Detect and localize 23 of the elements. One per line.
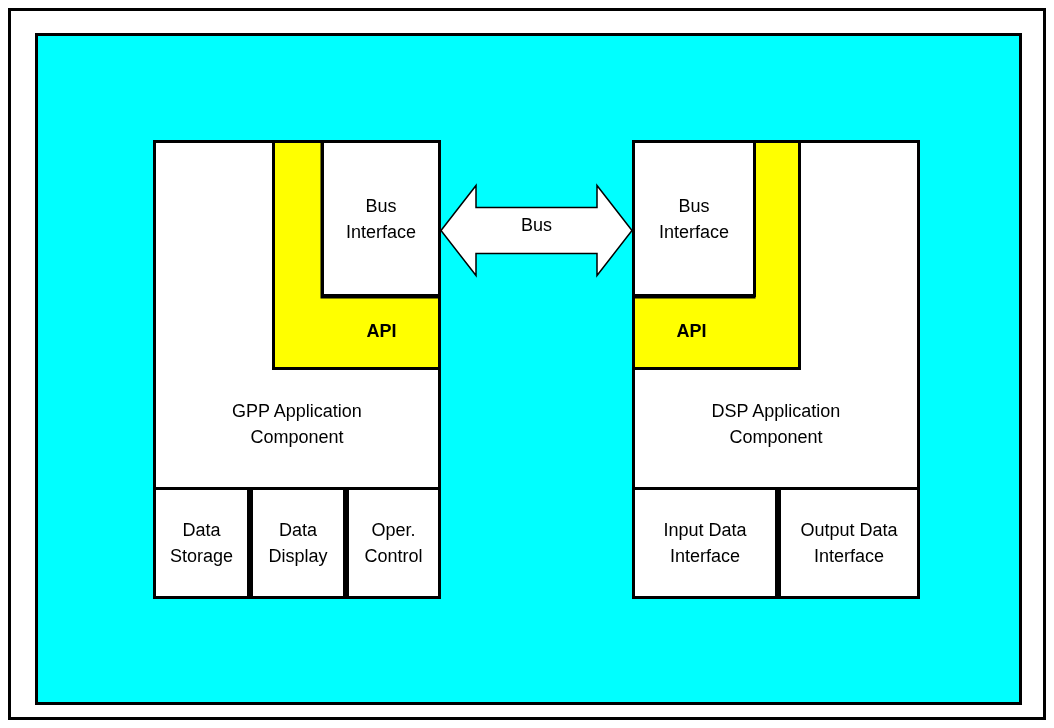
box-label: DSP Application Component xyxy=(710,400,842,449)
box-label: GPP Application Component xyxy=(231,400,363,449)
box-label: Oper. Control xyxy=(363,519,424,568)
component-box xyxy=(153,487,250,599)
box-label: Data Storage xyxy=(168,519,234,568)
layer-label: API xyxy=(365,320,398,343)
component-box xyxy=(632,487,778,599)
api-layer xyxy=(632,140,801,370)
box-label: Data Display xyxy=(267,519,329,568)
component-box xyxy=(632,140,920,599)
component-box xyxy=(778,487,920,599)
double-arrow xyxy=(440,183,633,278)
component-box xyxy=(153,140,441,599)
box-label: Bus Interface xyxy=(657,194,730,244)
component-box xyxy=(250,487,346,599)
layer-label: API xyxy=(675,320,708,343)
component-box xyxy=(321,140,441,297)
component-box xyxy=(346,487,441,599)
box-label: Bus Interface xyxy=(344,194,417,244)
api-layer xyxy=(272,140,441,370)
component-box xyxy=(632,140,756,297)
box-label: Output Data Interface xyxy=(799,519,899,568)
box-label: Input Data Interface xyxy=(662,519,748,568)
